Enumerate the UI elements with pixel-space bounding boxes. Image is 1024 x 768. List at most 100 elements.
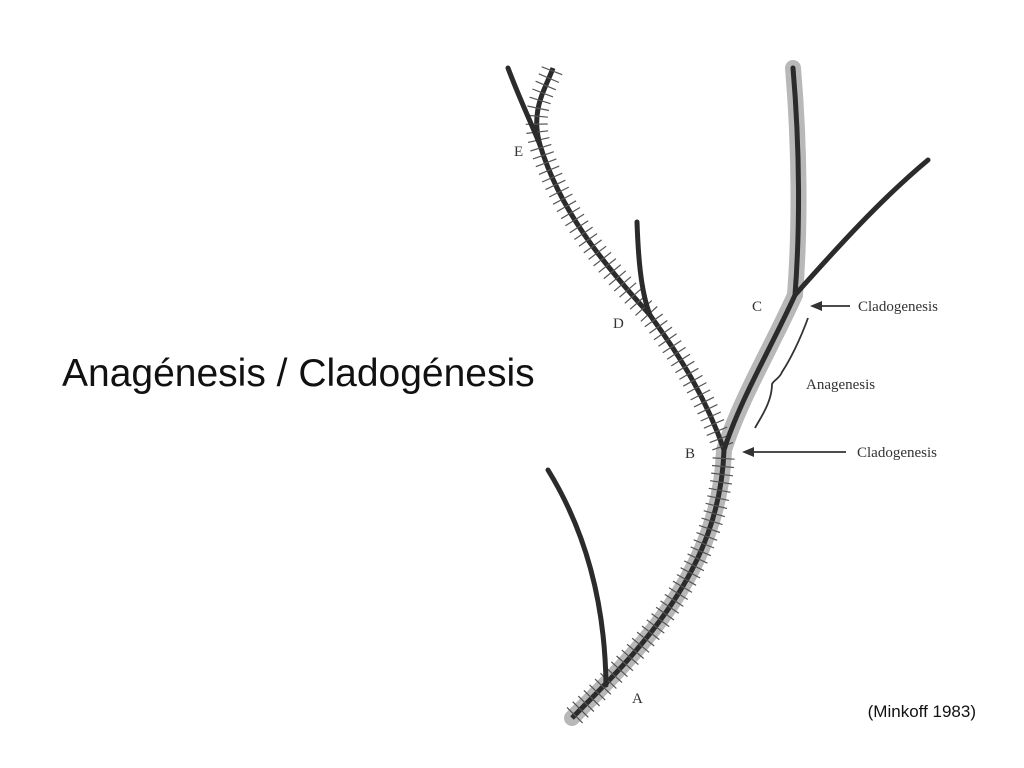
label-cladogenesis-upper: Cladogenesis — [858, 299, 938, 315]
tick-mark — [708, 487, 731, 493]
tick-mark — [658, 333, 677, 347]
node-label-d: D — [613, 316, 624, 332]
tick-mark — [583, 689, 601, 707]
tick-mark — [532, 151, 554, 160]
tick-mark — [621, 649, 639, 666]
arrow-cladogenesis-lower — [742, 447, 846, 457]
node-label-c: C — [752, 299, 762, 315]
tick-mark — [662, 340, 682, 354]
anagenesis-tick-marks — [525, 66, 735, 724]
tick-mark — [703, 510, 726, 518]
branch-d-side — [634, 219, 653, 318]
tick-mark — [603, 264, 622, 280]
tick-mark — [683, 560, 705, 572]
tick-mark — [668, 587, 689, 601]
tick-mark — [690, 389, 711, 401]
branch-c-side — [792, 157, 931, 298]
tick-mark — [619, 282, 637, 298]
tick-mark — [666, 346, 686, 360]
citation: (Minkoff 1983) — [867, 702, 976, 721]
tick-mark — [696, 532, 718, 541]
lineage-b-to-c — [721, 65, 802, 453]
tick-mark — [610, 661, 628, 678]
arrow-cladogenesis-upper — [810, 301, 850, 311]
tick-mark — [572, 701, 589, 718]
tick-mark — [556, 200, 577, 213]
branch-e-side — [505, 65, 543, 148]
tick-mark — [589, 684, 606, 701]
tick-mark — [690, 546, 712, 557]
tick-mark — [705, 502, 728, 510]
tick-mark — [600, 672, 617, 689]
tick-mark — [701, 517, 723, 526]
tick-mark — [711, 472, 734, 477]
slide-title: Anagénesis / Cladogénesis — [62, 352, 535, 395]
tick-mark — [646, 619, 665, 634]
tick-mark — [535, 80, 557, 91]
tick-mark — [682, 374, 703, 387]
tick-mark — [593, 251, 612, 267]
label-anagenesis: Anagenesis — [806, 377, 875, 393]
tick-mark — [541, 66, 563, 76]
tick-mark — [538, 165, 560, 175]
tick-mark — [631, 637, 650, 653]
highlighted-lineage-band — [564, 60, 807, 726]
tick-mark — [605, 667, 623, 684]
tick-mark — [672, 580, 693, 593]
tick-mark — [676, 573, 697, 586]
tick-mark — [653, 326, 673, 341]
node-label-b: B — [685, 446, 695, 462]
tick-mark — [687, 553, 708, 564]
tick-mark — [655, 606, 675, 621]
lineage-b-to-e — [534, 67, 727, 451]
tick-mark — [613, 276, 632, 292]
tick-mark — [651, 613, 670, 628]
lineage-a-to-b — [570, 449, 727, 720]
tick-mark — [624, 288, 642, 304]
tick-mark — [569, 220, 589, 234]
tick-mark — [635, 300, 653, 316]
tick-mark — [583, 239, 602, 254]
tick-mark — [703, 419, 725, 429]
tick-mark — [675, 360, 695, 374]
tick-mark — [660, 600, 680, 614]
tick-mark — [530, 143, 552, 152]
tick-mark — [710, 480, 732, 485]
tick-mark — [712, 457, 735, 460]
tick-mark — [594, 678, 612, 695]
tick-mark — [626, 643, 645, 659]
tick-mark — [693, 396, 715, 408]
tick-mark — [686, 382, 707, 394]
tick-mark — [532, 88, 554, 98]
tick-mark — [707, 495, 730, 501]
tick-mark — [578, 233, 598, 247]
tick-mark — [700, 411, 722, 422]
tick-mark — [711, 464, 734, 469]
tick-mark — [529, 96, 551, 105]
tick-mark — [670, 353, 691, 367]
branch-a-side — [545, 467, 609, 688]
tick-mark — [644, 313, 664, 328]
tick-mark — [616, 655, 634, 672]
tick-mark — [608, 270, 627, 286]
tick-mark — [698, 524, 721, 534]
tick-mark — [598, 258, 617, 273]
tick-mark — [641, 625, 660, 641]
tick-mark — [588, 245, 607, 260]
tick-mark — [693, 539, 715, 549]
tick-mark — [552, 193, 573, 205]
tick-mark — [649, 320, 668, 334]
tick-mark — [577, 695, 595, 713]
anagenesis-brace — [754, 317, 809, 429]
tick-mark — [574, 226, 593, 240]
tick-mark — [538, 73, 560, 84]
node-label-e: E — [514, 144, 523, 160]
label-cladogenesis-lower: Cladogenesis — [857, 445, 937, 461]
tick-mark — [636, 631, 655, 647]
tick-mark — [560, 206, 581, 220]
tick-mark — [535, 158, 557, 168]
tick-mark — [697, 404, 718, 415]
tick-mark — [664, 593, 684, 607]
tick-mark — [548, 186, 570, 198]
